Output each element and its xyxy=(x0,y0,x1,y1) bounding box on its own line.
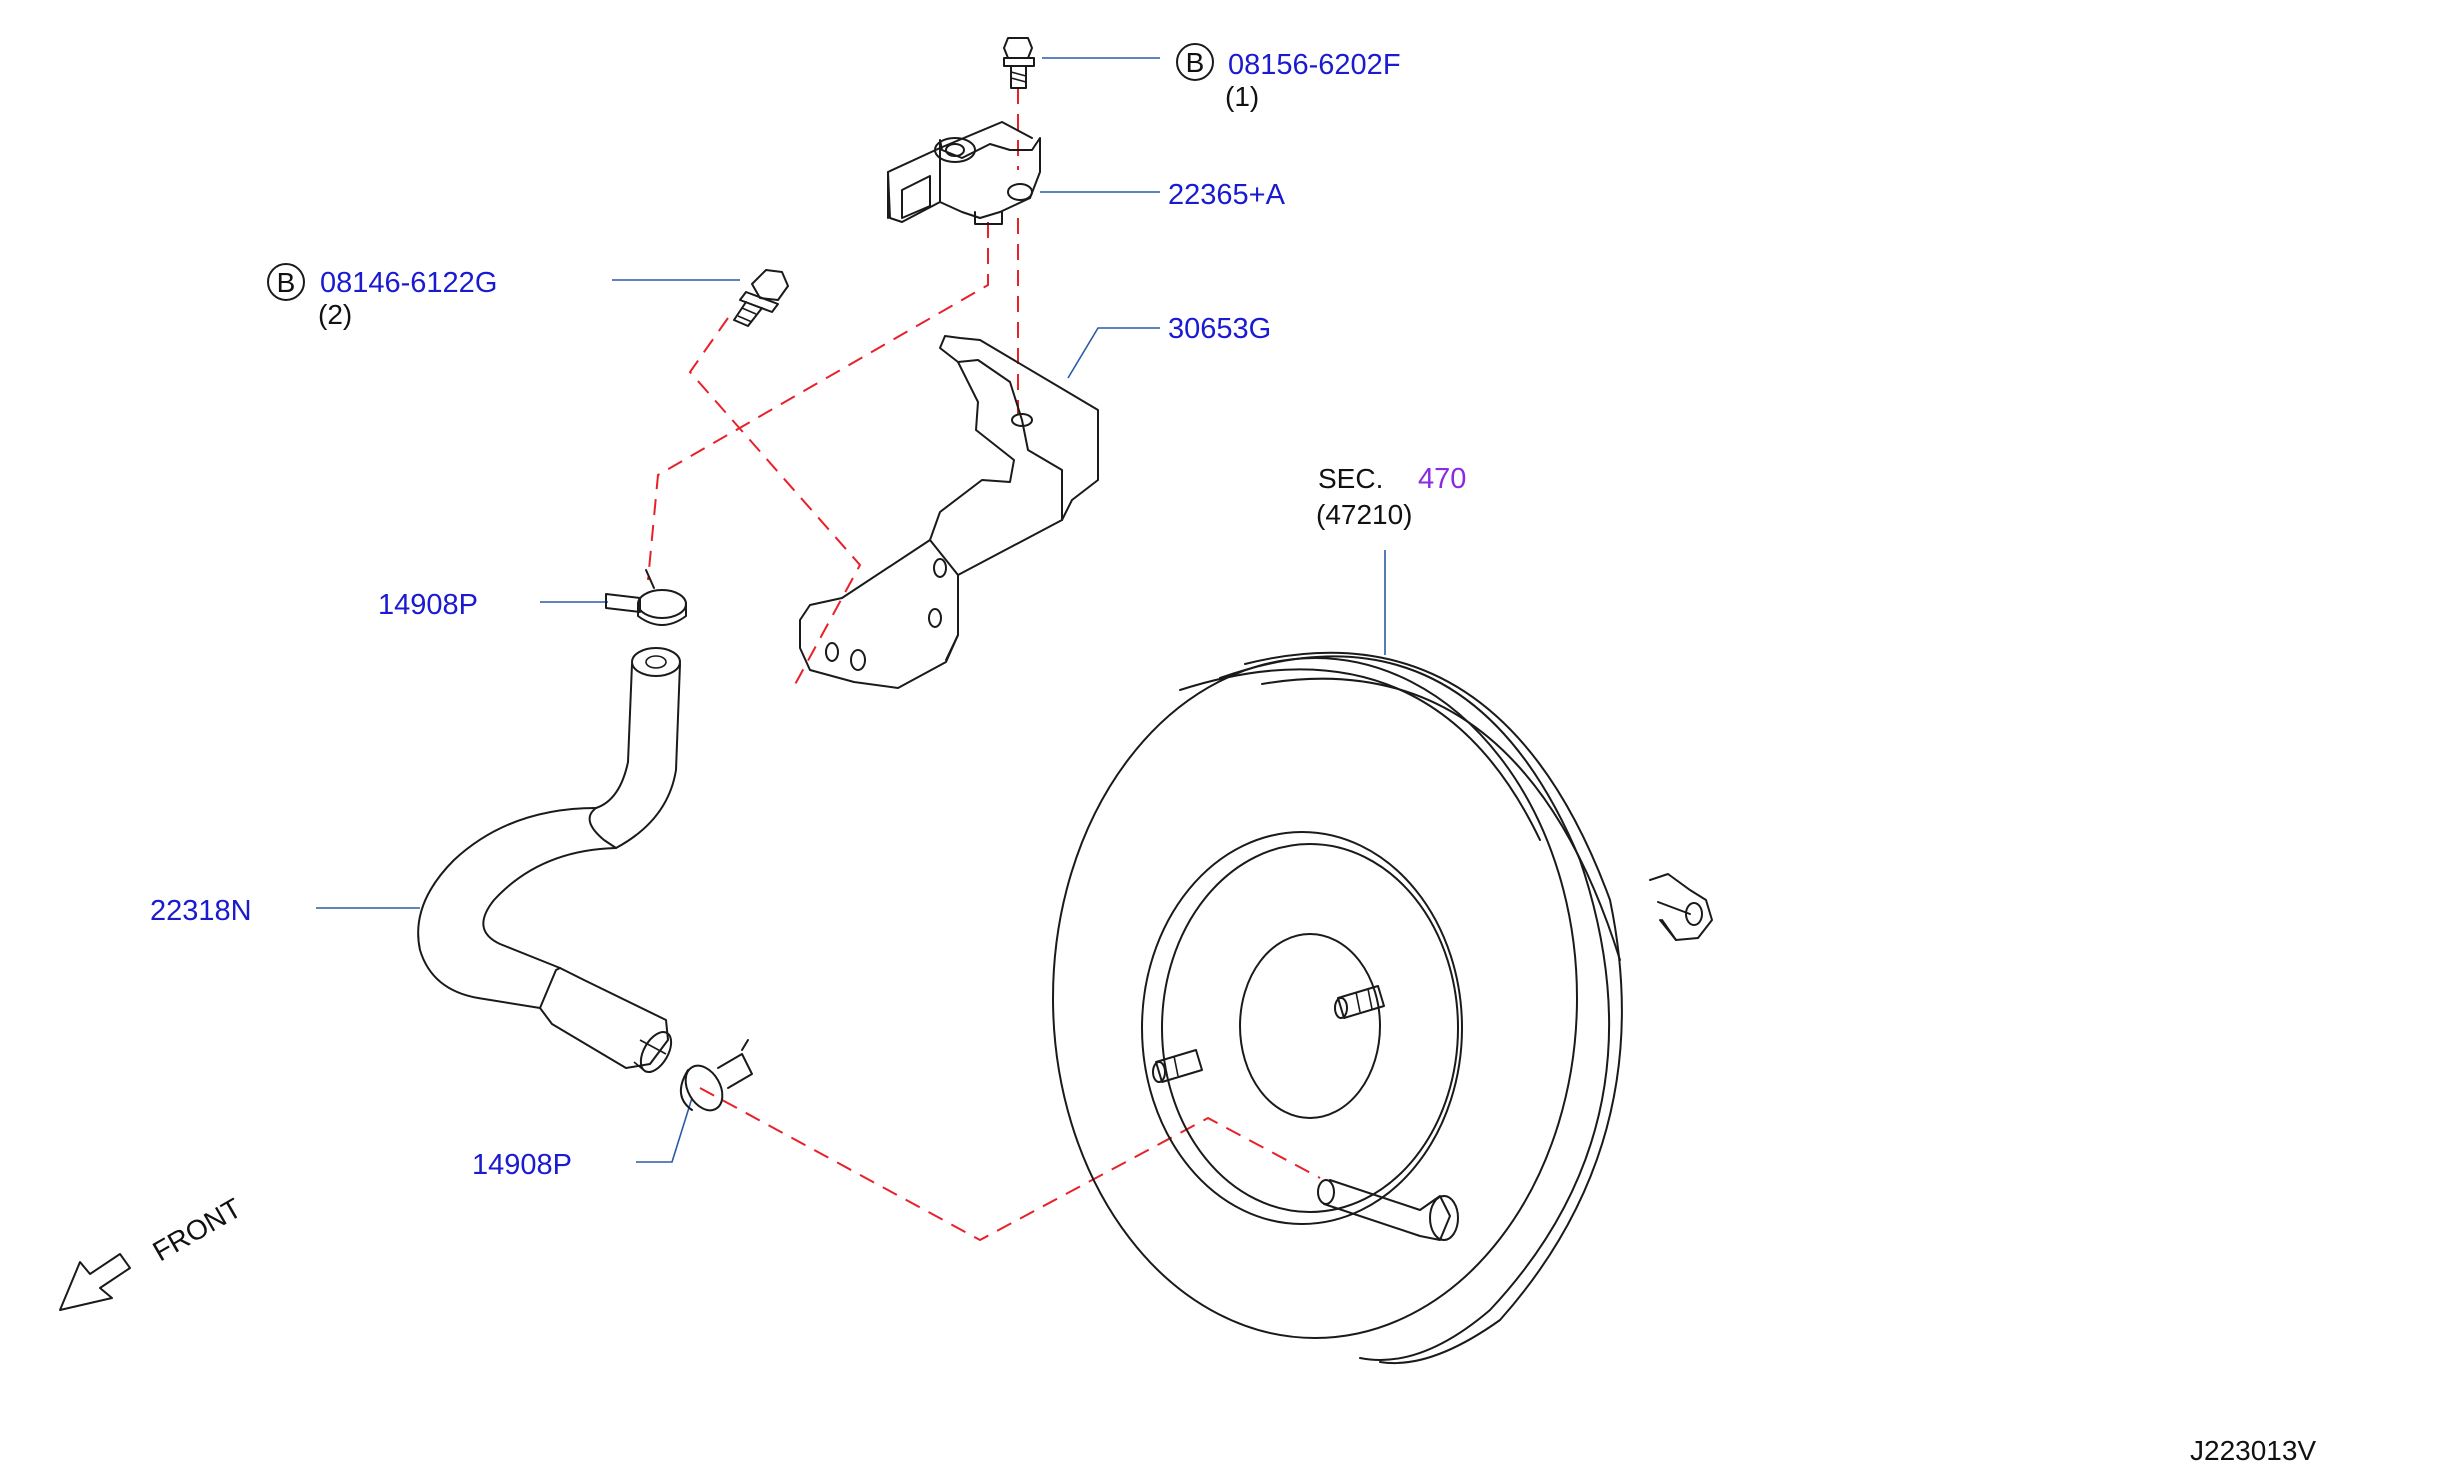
check-valve-icon xyxy=(1317,1179,1459,1241)
bolt-top-icon xyxy=(1003,37,1035,89)
mount-ear-icon xyxy=(1649,873,1713,941)
bolt-top-badge: B xyxy=(1176,43,1214,81)
stud-icon xyxy=(1152,1049,1203,1083)
hose-icon xyxy=(417,647,681,1073)
booster-ref: (47210) xyxy=(1316,499,1413,530)
bolt-top-qty: (1) xyxy=(1225,81,1259,112)
leader-lines xyxy=(316,57,1386,1163)
brake-booster-icon xyxy=(1052,651,1713,1365)
bolt-top-part-number: 08156-6202F xyxy=(1228,49,1401,81)
clamp-lower-icon xyxy=(680,1039,753,1112)
bolt-left-badge: B xyxy=(267,263,305,301)
bolt-left-icon xyxy=(733,269,789,327)
bracket-part-number: 30653G xyxy=(1168,313,1271,345)
front-arrow-icon xyxy=(59,1253,131,1311)
clamp-upper-icon xyxy=(605,569,687,626)
svg-text:B: B xyxy=(277,267,296,298)
clamp-lower-part-number: 14908P xyxy=(472,1149,572,1181)
svg-text:B: B xyxy=(1186,47,1205,78)
bolt-left-part-number: 08146-6122G xyxy=(320,267,497,299)
front-label: FRONT xyxy=(148,1192,247,1267)
booster-sec-number: 470 xyxy=(1418,463,1466,495)
bolt-left-qty: (2) xyxy=(318,299,352,330)
diagram-id: J223013V xyxy=(2190,1435,2316,1466)
stud-icon xyxy=(1334,985,1385,1019)
sensor-icon xyxy=(887,121,1041,225)
sensor-part-number: 22365+A xyxy=(1168,179,1286,211)
clamp-upper-part-number: 14908P xyxy=(378,589,478,621)
booster-sec-label: SEC. xyxy=(1318,463,1383,494)
hose-part-number: 22318N xyxy=(150,895,252,927)
bracket-icon xyxy=(799,335,1099,689)
